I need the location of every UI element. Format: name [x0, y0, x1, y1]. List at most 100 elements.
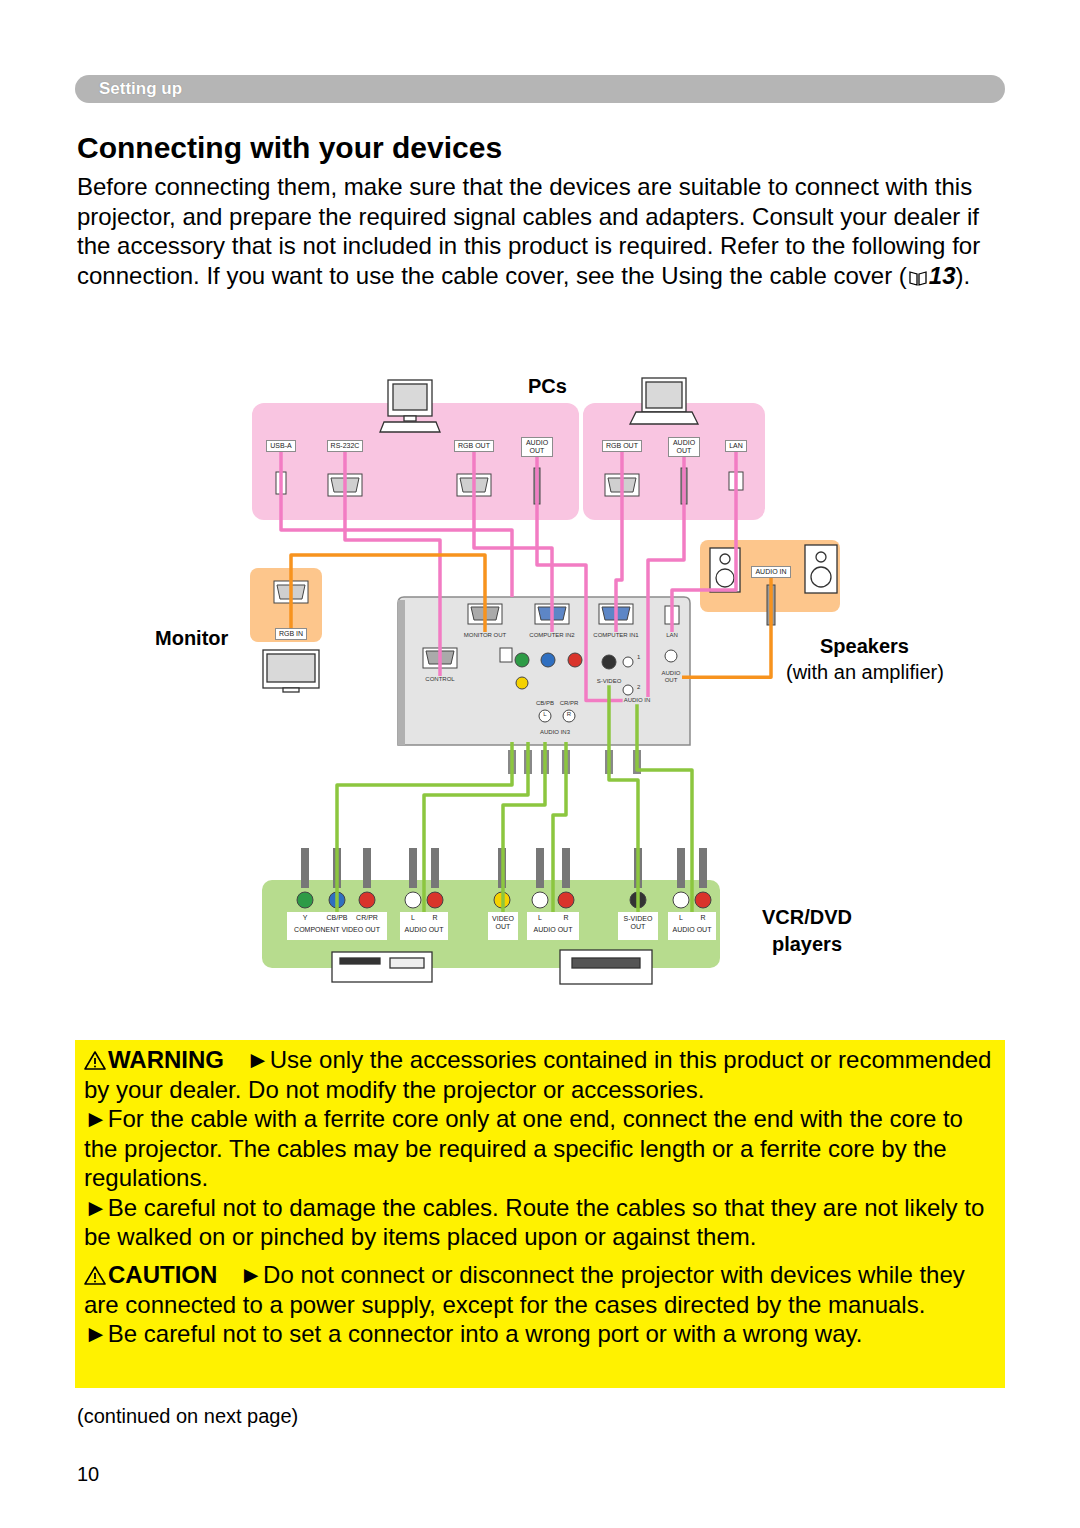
cable [424, 742, 528, 912]
port-text: AUDIO IN [624, 697, 651, 704]
av-jack [558, 892, 574, 908]
port-label: COMPUTER IN2 [528, 632, 575, 639]
warning-paragraph: ►Be careful not to set a connector into … [84, 1319, 996, 1349]
warning-paragraph: ►For the cable with a ferrite core only … [84, 1104, 996, 1193]
port-label: COMPUTER IN1 [592, 632, 639, 639]
port-group: LRAUDIO OUT [400, 912, 448, 940]
port-text: L [679, 914, 683, 922]
warning-paragraph: WARNING►Use only the accessories contain… [84, 1045, 996, 1104]
group-heading: VCR/DVD players [752, 904, 862, 958]
group-heading: Speakers [820, 634, 909, 658]
hazard-mark [94, 1281, 96, 1283]
port-text: MONITOR OUT [464, 632, 507, 639]
port-group: VIDEO OUT [488, 912, 518, 940]
port-text: AUDIO IN3 [540, 729, 570, 736]
port-label: LAN [665, 632, 679, 639]
projector-panel-shape [398, 597, 690, 745]
speaker-icon [816, 552, 826, 562]
panel-jack [516, 677, 528, 689]
rca-plug [562, 848, 570, 888]
port-label: AUDIO IN [751, 566, 790, 578]
av-jack [695, 892, 711, 908]
port-label: LAN [725, 440, 747, 452]
port-text: CR/PR [356, 914, 378, 922]
av-jack [405, 892, 421, 908]
warning-box: WARNING►Use only the accessories contain… [75, 1040, 1005, 1388]
panel-edge [398, 600, 405, 745]
hazard-text: ►Be careful not to set a connector into … [84, 1320, 862, 1347]
rca-plug [536, 848, 544, 888]
port-group: S-VIDEO OUT [618, 912, 658, 940]
hazard-text: ►For the cable with a ferrite core only … [84, 1105, 963, 1191]
port-text: L [411, 914, 415, 922]
panel-jack [515, 650, 677, 722]
section-bar: Setting up [75, 75, 1005, 103]
laptop-icon [630, 378, 698, 424]
warning-paragraph: CAUTION►Do not connect or disconnect the… [84, 1260, 996, 1319]
panel-jack [539, 710, 551, 722]
vcr-icon [390, 958, 424, 968]
hazard-mark [94, 1066, 96, 1068]
hazard-mark [94, 1058, 96, 1064]
port-text: 1 [637, 654, 640, 661]
page-reference: 13 [929, 262, 956, 289]
hazard-heading: WARNING [108, 1046, 224, 1073]
group-heading: PCs [528, 374, 567, 398]
page-title: Connecting with your devices [77, 131, 502, 165]
port-label: AUDIO OUT [521, 437, 553, 457]
vcr-icon [340, 958, 380, 964]
port-text: LAN [666, 632, 678, 639]
port-group: CB/PBCR/PRLRAUDIO IN3 [505, 698, 585, 742]
port-text: 2 [637, 684, 640, 691]
port-text: USB-A [270, 442, 291, 450]
rca-plug [363, 848, 371, 888]
speaker-group: Speakers(with an amplifier)AUDIO IN [700, 540, 840, 612]
monitor-group: MonitorRGB IN [250, 568, 322, 642]
port-text: R [700, 914, 705, 922]
port-text: S-VIDEO [597, 678, 622, 685]
port-text: RGB OUT [458, 442, 490, 450]
intro-paragraph: Before connecting them, make sure that t… [77, 172, 1007, 290]
av-jack [673, 892, 689, 908]
panel-jack [563, 710, 575, 722]
rca-plug [431, 848, 439, 888]
av-jack [427, 892, 443, 908]
hazard-triangle-shape [85, 1052, 105, 1069]
panel-jack [623, 685, 633, 695]
monitor-icon [267, 654, 315, 682]
laptop-icon [642, 378, 686, 412]
pc-band [252, 403, 765, 520]
port-text: CONTROL [425, 676, 454, 683]
port-text: AUDIO OUT [673, 926, 712, 934]
monitor-icon [283, 688, 299, 692]
panel-jack [665, 650, 677, 662]
group-subheading: (with an amplifier) [786, 660, 944, 684]
vcr-icon [560, 950, 652, 984]
port-text: AUDIO IN [755, 568, 786, 576]
speaker-icon [716, 569, 734, 587]
page-number: 10 [77, 1462, 99, 1486]
hazard-mark [94, 1273, 96, 1279]
port-text: CR/PR [560, 700, 579, 707]
port-label: RGB OUT [602, 440, 642, 452]
player-group: VCR/DVD playersYCB/PBCR/PRCOMPONENT VIDE… [262, 880, 720, 968]
port-group: YCB/PBCR/PRCOMPONENT VIDEO OUT [287, 912, 387, 940]
port-label: S-VIDEO [596, 678, 623, 685]
desktop-pc-icon [404, 416, 416, 421]
body-text: ). [956, 262, 971, 289]
desktop-pc-icon [393, 384, 427, 410]
hazard-triangle [84, 1265, 106, 1285]
port-text: AUDIO OUT [661, 670, 681, 684]
port-label: RGB OUT [454, 440, 494, 452]
monitor-band [250, 568, 322, 642]
cable [609, 685, 638, 912]
small-connector [276, 468, 775, 662]
group-heading: Monitor [155, 626, 228, 650]
port-text: L [538, 914, 542, 922]
pc-group: PCsUSB-ARS-232CRGB OUTAUDIO OUTRGB OUTAU… [252, 372, 765, 520]
port-text: LAN [729, 442, 743, 450]
port-label: AUDIO OUT [660, 670, 682, 684]
port-text: Y [303, 914, 308, 922]
speaker-icon [720, 554, 730, 564]
desktop-pc-icon [380, 422, 440, 432]
